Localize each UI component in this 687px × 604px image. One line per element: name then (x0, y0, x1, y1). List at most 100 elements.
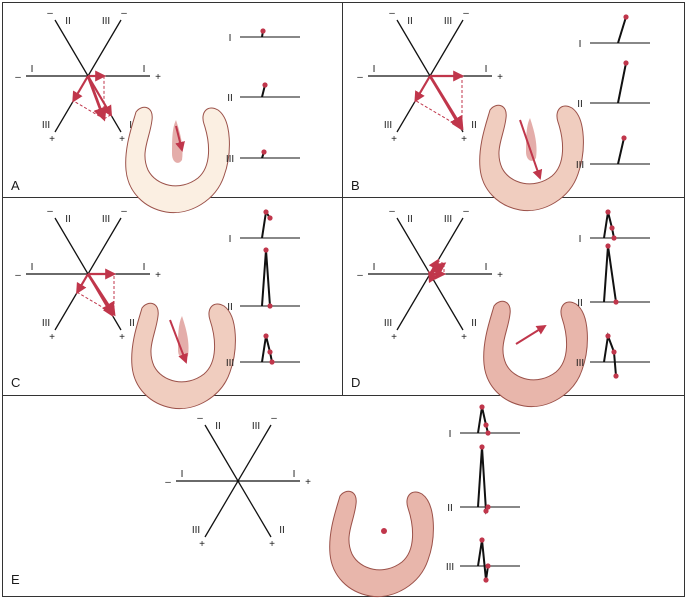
ecg-point (263, 209, 269, 215)
ecg-deflection (603, 211, 615, 239)
ecg-deflection (261, 249, 271, 307)
heart-a (125, 106, 230, 214)
mean-vector-arrow (428, 75, 464, 131)
ecg-point (605, 243, 611, 249)
lead-label-iii: III (226, 154, 234, 165)
axis-sign-i-plus: + (497, 270, 503, 281)
axis-sign-i-plus: + (305, 477, 311, 488)
ecg-point (613, 373, 619, 379)
ecg-deflection (261, 335, 273, 363)
axis-sign-ii-minus: – (389, 8, 395, 19)
axis-label-i-left: I (181, 469, 184, 480)
lead-label-ii: II (227, 93, 233, 104)
axis-label-ii-top: II (65, 16, 71, 27)
panel-e-letter: E (11, 572, 20, 587)
panel-a-frame (2, 2, 343, 198)
axis-label-i-right: I (143, 64, 146, 75)
ecg-point (263, 247, 269, 253)
ecg-point (479, 537, 485, 543)
ecg-point (479, 444, 485, 450)
lead-label-i: I (579, 39, 582, 50)
ecg-deflection (477, 406, 489, 434)
heart-outline (329, 490, 434, 598)
lead-label-i: I (449, 429, 452, 440)
axis-sign-iii-minus: – (271, 413, 277, 424)
projection-arrow-lead-iii (72, 75, 89, 103)
lead-label-i: I (229, 33, 232, 44)
axis-sign-iii-minus: – (463, 206, 469, 217)
mean-vector-arrow (86, 75, 107, 122)
vector-group-a (72, 70, 113, 122)
axis-sign-iii-minus: – (121, 8, 127, 19)
ecg-point (267, 303, 273, 309)
axis-label-ii-top: II (215, 421, 221, 432)
axis-label-i-left: I (31, 64, 34, 75)
heart-outline (131, 302, 236, 410)
axis-label-ii-top: II (407, 214, 413, 225)
lead-label-ii: II (447, 503, 453, 514)
ecg-deflection (617, 137, 625, 165)
axis-label-ii-bottom: II (129, 318, 135, 329)
ecg-point (611, 235, 617, 241)
axis-label-i-left: I (373, 64, 376, 75)
axis-label-iii-top: III (102, 214, 110, 225)
ecg-point (267, 349, 273, 355)
heart-e (329, 490, 434, 598)
lead-label-i: I (579, 234, 582, 245)
mean-vector-arrow (86, 273, 116, 317)
ecg-point (623, 14, 629, 20)
lead-label-iii: III (446, 562, 454, 573)
lead-label-ii: II (577, 99, 583, 110)
axis-label-iii-top: III (102, 16, 110, 27)
ecg-point (262, 82, 268, 88)
heart-outline (479, 104, 584, 212)
axis-label-i-right: I (143, 262, 146, 273)
triaxial-reference-systems: II–+II–II+III–III+II–+II–II+III–III+II–+… (15, 8, 503, 550)
septum-depolarized (526, 118, 537, 161)
axis-sign-iii-plus: + (391, 134, 397, 145)
axis-sign-iii-plus: + (49, 134, 55, 145)
panel-a-letter: A (11, 178, 20, 193)
axis-label-ii-bottom: II (279, 525, 285, 536)
heart-outline (483, 300, 588, 408)
heart-vector-arrow (175, 125, 185, 152)
septum-depolarized (172, 120, 183, 163)
axis-sign-ii-minus: – (47, 206, 53, 217)
heart-vector-dot (381, 528, 387, 534)
axis-label-i-left: I (373, 262, 376, 273)
axis-sign-iii-minus: – (463, 8, 469, 19)
ecg-point (613, 299, 619, 305)
axis-sign-iii-plus: + (49, 332, 55, 343)
ecg-point (485, 504, 491, 510)
heart-b (479, 104, 584, 212)
projection-dash (415, 100, 463, 129)
axis-label-iii-top: III (444, 214, 452, 225)
axis-label-iii-bottom: III (42, 120, 50, 131)
heart-ventricles (125, 104, 588, 598)
cardiac-vectors (72, 70, 465, 317)
ecg-deflection (477, 446, 489, 515)
vector-group-c (76, 268, 117, 317)
ecg-point (485, 430, 491, 436)
axis-sign-iii-plus: + (391, 332, 397, 343)
axis-sign-i-plus: + (497, 72, 503, 83)
panel-e-frame (2, 395, 685, 597)
vector-group-d (428, 258, 447, 284)
projection-arrow-lead-iii (414, 75, 431, 103)
axis-label-iii-bottom: III (384, 318, 392, 329)
ecg-point (611, 349, 617, 355)
panel-b-frame (342, 2, 685, 198)
heart-d (483, 300, 588, 408)
axis-label-ii-top: II (407, 16, 413, 27)
ecg-point (609, 225, 615, 231)
mean-vector-arrow (429, 262, 447, 277)
